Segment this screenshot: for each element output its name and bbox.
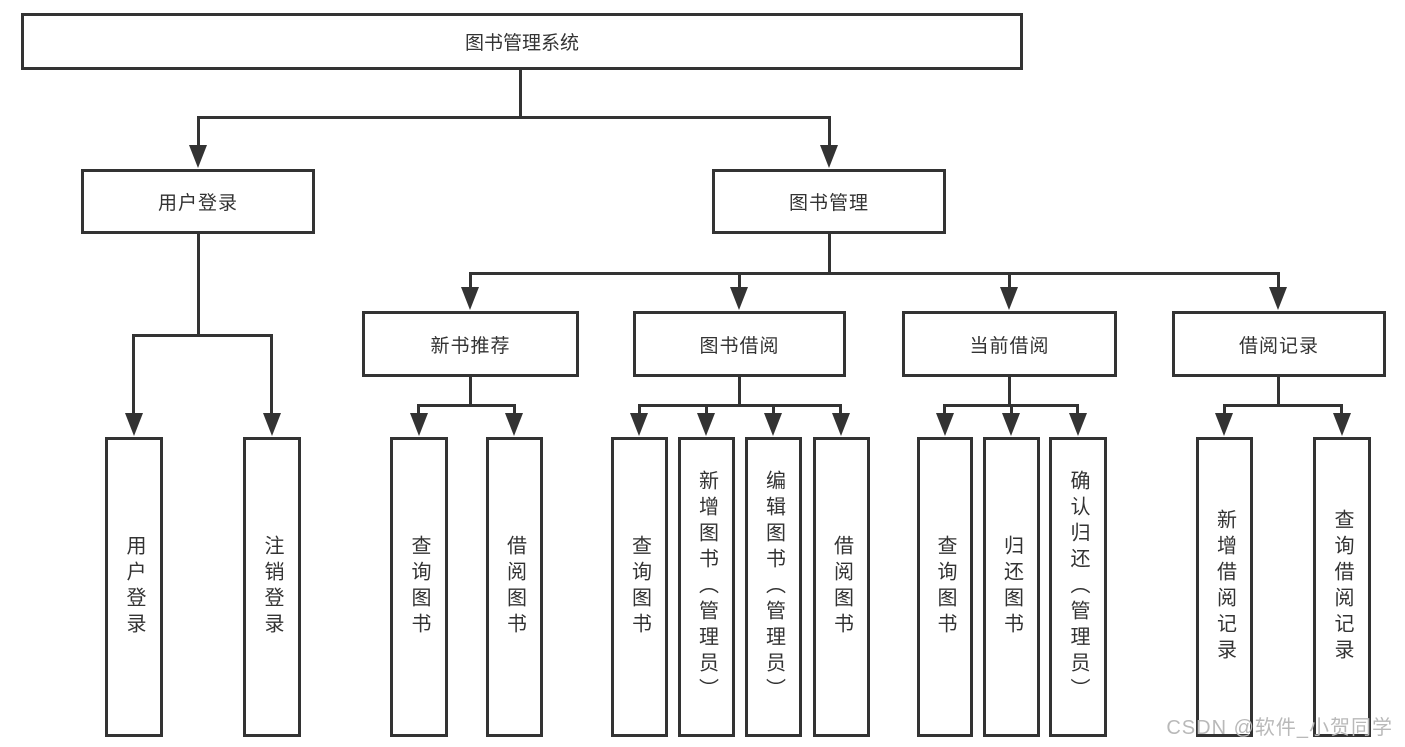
connector-line [513, 404, 516, 416]
connector-line [197, 116, 200, 147]
arrowhead-down-icon [189, 145, 207, 168]
leaf-current-query-books: 查询图书 [917, 437, 973, 737]
connector-line [943, 404, 946, 416]
node-user-login: 用户登录 [81, 169, 315, 234]
node-label: 图书借阅 [699, 335, 780, 357]
connector-line [738, 272, 741, 290]
leaf-records-query-borrow-record: 查询借阅记录 [1313, 437, 1371, 737]
node-borrowing-records: 借阅记录 [1172, 311, 1386, 377]
arrowhead-down-icon [410, 413, 428, 436]
leaf-user-login: 用户登录 [105, 437, 163, 737]
arrowhead-down-icon [505, 413, 523, 436]
node-label: 借阅图书 [830, 535, 853, 639]
arrowhead-down-icon [820, 145, 838, 168]
arrowhead-down-icon [461, 287, 479, 310]
connector-line [828, 233, 831, 275]
node-label: 图书管理 [788, 193, 869, 214]
leaf-records-add-borrow-record: 新增借阅记录 [1196, 437, 1253, 737]
connector-line [197, 233, 200, 337]
node-label: 注销登录 [261, 535, 283, 639]
connector-line [469, 272, 472, 290]
connector-line [1008, 377, 1011, 407]
leaf-borrowing-edit-books-admin: 编辑图书（管理员） [745, 437, 802, 737]
arrowhead-down-icon [697, 413, 715, 436]
arrowhead-down-icon [1215, 413, 1233, 436]
connector-line [1277, 377, 1280, 407]
arrowhead-down-icon [1002, 413, 1020, 436]
connector-line [1010, 404, 1013, 416]
connector-line [132, 334, 273, 337]
node-label: 图书管理系统 [464, 33, 579, 54]
connector-line [197, 116, 831, 119]
node-book-management: 图书管理 [712, 169, 946, 234]
arrowhead-down-icon [832, 413, 850, 436]
node-label: 查询借阅记录 [1331, 509, 1353, 665]
leaf-current-confirm-return-admin: 确认归还（管理员） [1049, 437, 1107, 737]
leaf-borrowing-add-books-admin: 新增图书（管理员） [678, 437, 735, 737]
node-label: 查询图书 [408, 535, 430, 639]
connector-line [1340, 404, 1343, 416]
connector-line [270, 334, 273, 414]
arrowhead-down-icon [1069, 413, 1087, 436]
leaf-borrowing-borrow-books: 借阅图书 [813, 437, 870, 737]
watermark: CSDN @软件_小贺同学 [1166, 717, 1393, 739]
connector-line [638, 404, 641, 416]
connector-line [519, 69, 522, 118]
arrowhead-down-icon [263, 413, 281, 436]
arrowhead-down-icon [764, 413, 782, 436]
connector-line [772, 404, 775, 416]
connector-line [1008, 272, 1011, 290]
node-new-book-recommendation: 新书推荐 [362, 311, 579, 377]
connector-line [705, 404, 708, 416]
connector-line [1223, 404, 1226, 416]
node-label: 当前借阅 [969, 335, 1050, 357]
connector-line [132, 334, 135, 414]
connector-line [638, 404, 842, 407]
arrowhead-down-icon [630, 413, 648, 436]
arrowhead-down-icon [1000, 287, 1018, 310]
leaf-logout: 注销登录 [243, 437, 301, 737]
connector-line [1277, 272, 1280, 290]
arrowhead-down-icon [125, 413, 143, 436]
node-label: 新书推荐 [430, 335, 511, 357]
node-label: 借阅记录 [1238, 335, 1319, 357]
node-label: 用户登录 [123, 535, 145, 639]
leaf-borrowing-query-books: 查询图书 [611, 437, 668, 737]
connector-line [738, 377, 741, 407]
connector-line [469, 377, 472, 407]
arrowhead-down-icon [936, 413, 954, 436]
arrowhead-down-icon [1269, 287, 1287, 310]
connector-line [839, 404, 842, 416]
node-library-management-system: 图书管理系统 [21, 13, 1023, 70]
node-label: 用户登录 [157, 193, 238, 214]
node-label: 查询图书 [934, 535, 956, 639]
connector-line [469, 272, 1280, 275]
connector-line [1223, 404, 1343, 407]
arrowhead-down-icon [730, 287, 748, 310]
arrowhead-down-icon [1333, 413, 1351, 436]
node-label: 编辑图书（管理员） [762, 470, 785, 704]
leaf-recommend-query-books: 查询图书 [390, 437, 448, 737]
connector-line [417, 404, 420, 416]
node-label: 查询图书 [628, 535, 651, 639]
connector-line [828, 116, 831, 147]
connector-line [1076, 404, 1079, 416]
node-current-borrowing: 当前借阅 [902, 311, 1117, 377]
node-label: 确认归还（管理员） [1067, 470, 1089, 704]
leaf-recommend-borrow-books: 借阅图书 [486, 437, 543, 737]
leaf-current-return-books: 归还图书 [983, 437, 1040, 737]
connector-line [417, 404, 516, 407]
node-label: 归还图书 [1000, 535, 1023, 639]
node-label: 借阅图书 [503, 535, 526, 639]
node-label: 新增借阅记录 [1213, 509, 1236, 665]
node-label: 新增图书（管理员） [695, 470, 718, 704]
node-book-borrowing: 图书借阅 [633, 311, 846, 377]
